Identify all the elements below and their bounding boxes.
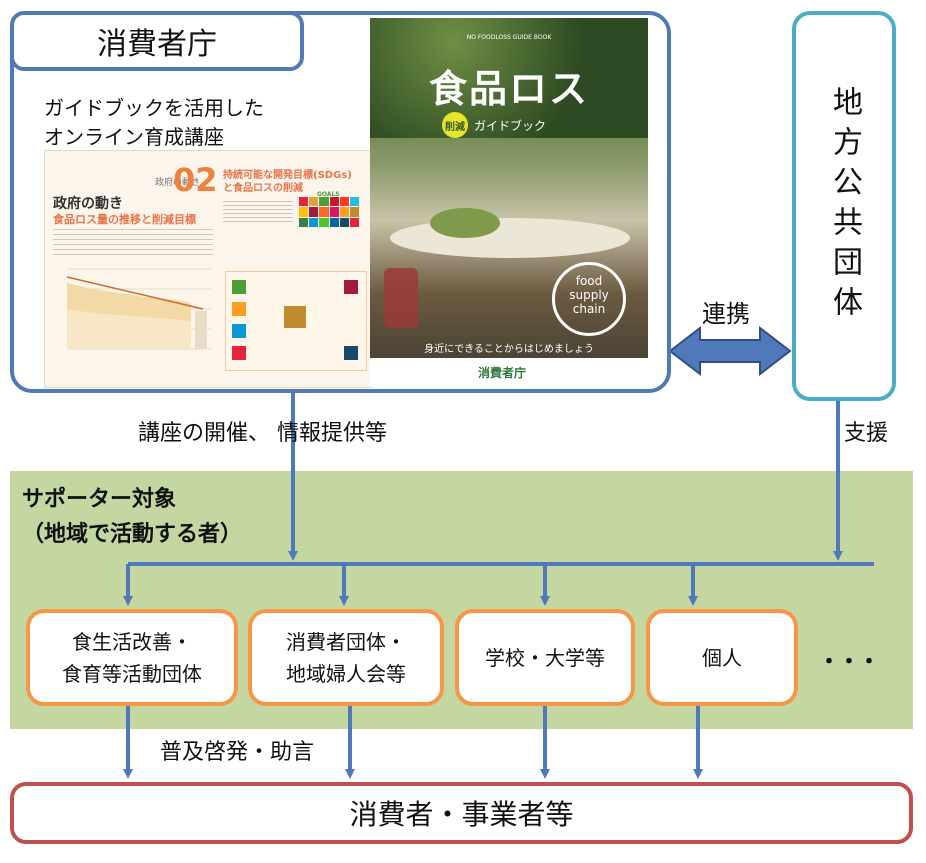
- sdg-icon-c: [232, 324, 246, 338]
- org-consumer-groups-line1: 消費者団体・: [286, 629, 406, 654]
- supporter-title: サポーター対象 （地域で活動する者）: [22, 482, 242, 552]
- online-course-caption-line1: ガイドブックを活用した: [44, 96, 264, 120]
- spread-section-title: 政府の動き: [53, 196, 123, 212]
- org-consumer-groups-line2: 地域婦人会等: [286, 661, 406, 686]
- spread-heading: 食品ロス量の推移と削減目標: [53, 213, 196, 226]
- spread-page-number: 02: [173, 161, 218, 199]
- sdg-icon-a: [232, 280, 246, 294]
- sdg-center-icon: [284, 306, 306, 328]
- awareness-advice-label: 普及啓発・助言: [160, 740, 315, 765]
- sdg-icon-d: [232, 346, 246, 360]
- sdg-diagram: [225, 271, 367, 371]
- local-government-label: 地方公共団体: [827, 86, 862, 326]
- cover-plates: [390, 218, 630, 258]
- online-course-caption: ガイドブックを活用した オンライン育成講座: [44, 94, 264, 152]
- sdg-icon-b: [232, 302, 246, 316]
- org-box-consumer-groups: 消費者団体・ 地域婦人会等: [248, 609, 444, 706]
- sdg-goal-grid: [299, 197, 359, 227]
- cover-cycle-text: food supply chain: [552, 274, 626, 316]
- cover-footer: [370, 358, 648, 386]
- cycle-line1: food: [575, 274, 603, 288]
- cooperation-label: 連携: [702, 300, 750, 328]
- spread-sdg-heading-line2: と食品ロスの削減: [223, 183, 303, 194]
- cover-subtitle: ガイドブック: [474, 119, 547, 133]
- org-box-food-education: 食生活改善・ 食育等活動団体: [26, 609, 238, 706]
- cover-foliage: [370, 18, 648, 138]
- cycle-line3: chain: [572, 302, 606, 316]
- spread-page-label-small: 政府の動き: [155, 178, 201, 188]
- cover-salad: [430, 208, 500, 238]
- sdg-logo: GOALS: [317, 191, 340, 198]
- org-box-schools: 学校・大学等: [455, 609, 635, 706]
- target-label: 消費者・事業者等: [349, 798, 574, 831]
- cover-logo: 消費者庁: [478, 366, 527, 380]
- cover-tagline: 身近にできることからはじめましょう: [424, 344, 594, 355]
- org-box-individuals: 個人: [646, 609, 798, 706]
- cover-header: NO FOODLOSS GUIDE BOOK: [466, 34, 552, 41]
- cover-cycle-icon: [552, 262, 626, 336]
- sdg-icon-e: [344, 280, 358, 294]
- consumer-agency-title: 消費者庁: [97, 27, 217, 62]
- sdg-icon-f: [344, 346, 358, 360]
- cycle-line2: supply: [569, 288, 609, 302]
- supporter-title-line1: サポーター対象: [22, 487, 177, 512]
- org-schools-label: 学校・大学等: [485, 645, 605, 670]
- guidebook-cover-image: NO FOODLOSS GUIDE BOOK 食品ロス 削減 ガイドブック fo…: [370, 18, 648, 386]
- cooperation-arrow: [668, 325, 792, 377]
- cover-wine-glass: [384, 268, 418, 328]
- supporter-title-line2: （地域で活動する者）: [22, 522, 243, 547]
- org-food-education-line1: 食生活改善・: [72, 629, 192, 654]
- target-box-consumers-businesses: 消費者・事業者等: [10, 782, 913, 844]
- online-course-caption-line2: オンライン育成講座: [44, 125, 224, 149]
- spread-area-chart: [53, 259, 213, 363]
- cover-title: 食品ロス: [428, 67, 589, 111]
- guidebook-spread-image: 政府の動き 02 政府の動き 食品ロス量の推移と削減目標 持続可能な開発目標(S…: [44, 150, 372, 388]
- spread-sdg-heading-line1: 持続可能な開発目標(SDGs): [223, 170, 352, 181]
- spread-sdg-heading: 持続可能な開発目標(SDGs) と食品ロスの削減: [223, 169, 352, 195]
- cover-badge: 削減: [442, 112, 468, 138]
- more-ellipsis: ・・・: [818, 650, 880, 675]
- local-government-box: 地方公共団体: [792, 11, 896, 401]
- org-individuals-label: 個人: [702, 645, 742, 670]
- spread-body-text: [53, 229, 213, 255]
- org-food-education-line2: 食育等活動団体: [62, 661, 202, 686]
- consumer-agency-title-box: 消費者庁: [10, 11, 304, 71]
- support-label: 支援: [844, 421, 889, 446]
- lectures-label: 講座の開催、 情報提供等: [138, 421, 387, 446]
- spread-sdg-text: [223, 201, 293, 223]
